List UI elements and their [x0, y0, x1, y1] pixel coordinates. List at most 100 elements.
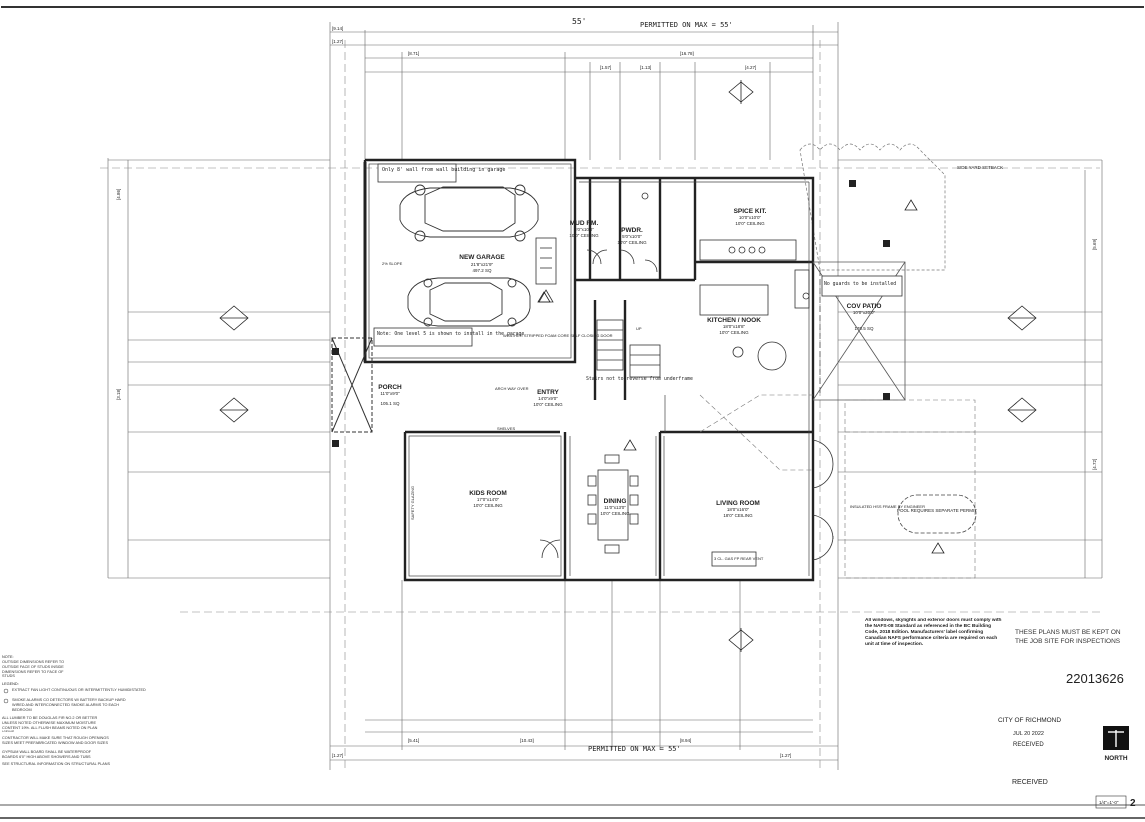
spice-size: 10'0"x10'0" — [739, 215, 762, 220]
room-spice: SPICE KIT. — [734, 208, 767, 215]
svg-text:[9.14]: [9.14] — [332, 26, 343, 31]
arch-way-label: ARCH WAY OVER — [495, 386, 529, 391]
window-compliance-note: All windows, skylights and exterior door… — [865, 618, 1002, 647]
kids-size: 17'0"x14'0" — [477, 497, 500, 502]
section-marker-icon — [219, 397, 249, 423]
keep-on-site-note: THESE PLANS MUST BE KEPT ON THE JOB SITE… — [1015, 629, 1121, 645]
dining-ceiling: 10'0" CEILING — [600, 511, 630, 516]
room-kitchen: KITCHEN / NOOK — [707, 317, 761, 324]
warning-triangle-icon — [623, 439, 637, 451]
car-icon — [407, 277, 531, 327]
mud-size: 6'0"x10'0" — [574, 227, 594, 232]
room-kids: KIDS ROOM — [469, 490, 507, 497]
smoke-alarm-icon — [3, 698, 9, 704]
entry-size: 14'0"x9'0" — [538, 396, 558, 401]
pool-outline — [897, 494, 977, 534]
pwdr-size: 5'0"x10'0" — [622, 234, 642, 239]
svg-text:[1.27]: [1.27] — [332, 39, 343, 44]
patio-area: 170.5 SQ — [854, 326, 874, 331]
slope-label: 2% SLOPE — [382, 261, 403, 266]
kitchen-size: 18'0"x18'8" — [723, 324, 746, 329]
dining-size: 11'0"x13'0" — [604, 505, 626, 510]
permit-number: 22013626 — [1066, 671, 1124, 686]
mud-ceiling: 10'0" CEILING — [569, 233, 599, 238]
structural-note: SEE STRUCTURAL INFORMATION ON STRUCTURAL… — [2, 762, 111, 766]
room-entry: ENTRY — [537, 389, 559, 396]
svg-text:[3.18]: [3.18] — [116, 389, 121, 400]
svg-text:[16.78]: [16.78] — [680, 51, 694, 56]
room-mud: MUD RM. — [570, 220, 599, 227]
section-marker-icon — [1007, 397, 1037, 423]
room-patio: COV PATIO — [847, 303, 882, 310]
weather-label: WEATHER STRIPPED FOAM CORE SELF CLOSING … — [503, 333, 613, 338]
legend-item-fan: EXTRACT FAN LIGHT CONTINUOUS OR INTERMIT… — [12, 688, 146, 692]
living-ceiling: 18'0" CEILING — [723, 513, 753, 518]
warning-triangle-icon — [931, 542, 945, 554]
svg-text:[4.72]: [4.72] — [1092, 459, 1097, 470]
note-text: OUTSIDE DIMENSIONS REFER TO OUTSIDE FACE… — [2, 660, 65, 679]
section-marker-icon — [1007, 305, 1037, 331]
svg-text:[1.27]: [1.27] — [332, 753, 343, 758]
kitchen-ceiling: 10'0" CEILING — [719, 330, 749, 335]
received-stamp: RECEIVED — [1013, 742, 1044, 748]
walls — [363, 158, 815, 582]
svg-text:[5.41]: [5.41] — [408, 738, 419, 743]
svg-text:[8.71]: [8.71] — [408, 51, 419, 56]
svg-text:[4.27]: [4.27] — [745, 65, 756, 70]
room-living: LIVING ROOM — [716, 500, 760, 507]
section-marker-icon — [728, 80, 754, 104]
spice-ceiling: 10'0" CEILING — [735, 221, 765, 226]
dimension-lines — [107, 22, 1103, 770]
city-stamp: CITY OF RICHMOND — [998, 717, 1061, 724]
warning-triangle-icon — [904, 199, 918, 211]
room-pwdr: PWDR. — [621, 227, 643, 234]
section-marker-icon — [219, 305, 249, 331]
note-title: NOTE: — [2, 655, 14, 659]
svg-text:[1.27]: [1.27] — [780, 753, 791, 758]
sheet-number: 2 — [1130, 798, 1136, 809]
patio-note: No guards to be installed — [824, 281, 896, 287]
patio-size: 10'0"x20'0" — [853, 310, 876, 315]
legend-title: LEGEND: — [2, 682, 19, 686]
room-garage: NEW GARAGE — [459, 254, 505, 261]
contractor-note: CONTRACTOR WILL MAKE SURE THAT ROUGH OPE… — [2, 736, 109, 745]
received-stamp-faded: RECEIVED — [1012, 779, 1048, 786]
room-porch: PORCH — [378, 384, 402, 391]
pool-label: POOL REQUIRES SEPARATE PERMIT — [897, 508, 977, 513]
svg-text:[1.13]: [1.13] — [640, 65, 651, 70]
north-arrow-icon — [1103, 726, 1129, 750]
garage-note-top: Only 8' wall from wall building in garag… — [382, 167, 505, 173]
pwdr-ceiling: 10'0" CEILING — [617, 240, 647, 245]
legend-item-smoke: SMOKE ALARMS CO DETECTORS W/ BATTERY BAC… — [12, 698, 126, 712]
insulated-label: INSULATED HSS FRAME BY ENGINEER — [850, 504, 925, 509]
north-label: NORTH — [1104, 755, 1127, 762]
top-dim: 55' — [572, 17, 586, 26]
stair-up-label: UP — [636, 326, 642, 331]
garage-size: 21'8"x21'9" — [471, 262, 494, 267]
car-icon — [399, 184, 539, 242]
shelves-label: SHELVES — [497, 426, 515, 431]
stair-note: Stairs not to reverse from underframe — [586, 376, 693, 382]
bottom-permit-note: PERMITTED ON MAX = 55' — [588, 745, 681, 753]
svg-text:[8.94]: [8.94] — [680, 738, 691, 743]
svg-text:[5.69]: [5.69] — [1092, 239, 1097, 250]
garage-area: 497.2 SQ — [472, 268, 492, 273]
entry-ceiling: 10'0" CEILING — [533, 402, 563, 407]
svg-text:[4.86]: [4.86] — [116, 189, 121, 200]
garage-note-bottom: Note: One level 5 is shown to install in… — [377, 331, 524, 337]
safety-glazing-label: SAFETY GLAZING — [410, 486, 415, 520]
scale-label: 1/4"=1'-0" — [1099, 800, 1119, 805]
date-stamp: JUL 20 2022 — [1013, 731, 1044, 737]
gypsum-note: GYPSUM WALL BOARD SHALL BE WATERPROOF BO… — [2, 750, 92, 759]
svg-text:[10.43]: [10.43] — [520, 738, 534, 743]
section-marker-icon — [728, 628, 754, 652]
top-permit-note: PERMITTED ON MAX = 55' — [640, 21, 733, 29]
room-dining: DINING — [604, 498, 627, 505]
living-size: 18'0"x16'0" — [727, 507, 750, 512]
top-border — [1, 6, 1144, 8]
gas-fp-label: 3 CL. GAS FP REAR VENT — [714, 556, 764, 561]
porch-area: 105.1 SQ — [380, 401, 400, 406]
porch-size: 11'0"x9'0" — [380, 391, 400, 396]
kids-ceiling: 10'0" CEILING — [473, 503, 503, 508]
